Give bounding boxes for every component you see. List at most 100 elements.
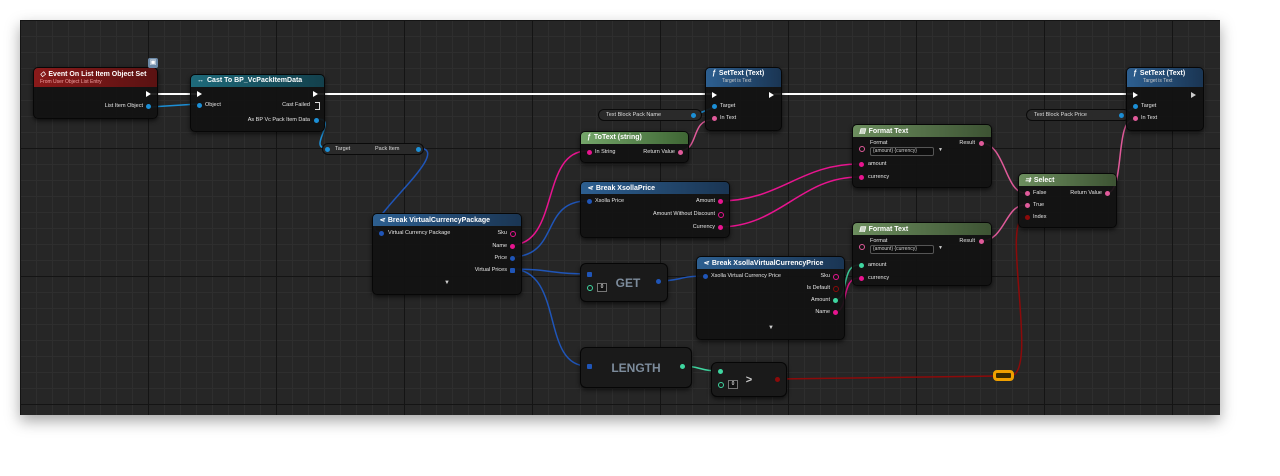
break-xsollaprice-node[interactable]: ⋖Break XsollaPrice Xsolla Price Amount A… bbox=[580, 181, 730, 238]
length-array-node[interactable]: LENGTH bbox=[580, 347, 692, 388]
format1-currency-pin[interactable] bbox=[859, 175, 864, 180]
get-array-node[interactable]: 0 GET bbox=[580, 263, 668, 302]
cast-object-in-pin[interactable] bbox=[197, 103, 202, 108]
select-node[interactable]: ⇉Select False Return Value True Index bbox=[1018, 173, 1117, 228]
compare-b-pin[interactable] bbox=[718, 382, 724, 388]
select-title: Select bbox=[1033, 177, 1055, 184]
break-price-amount-pin[interactable] bbox=[718, 199, 723, 204]
break-vprice-is-default-pin[interactable] bbox=[833, 286, 839, 292]
format2-result-pin[interactable] bbox=[979, 239, 984, 244]
settext2-in-text-pin[interactable] bbox=[1133, 116, 1138, 121]
break-vcp-in-label: Virtual Currency Package bbox=[388, 230, 451, 236]
break-price-in-pin[interactable] bbox=[587, 199, 592, 204]
get-out-pin[interactable] bbox=[656, 279, 661, 284]
settext2-exec-in-pin[interactable] bbox=[1133, 92, 1138, 98]
select-index-pin[interactable] bbox=[1025, 215, 1030, 220]
text-block-pack-price-var[interactable]: Text Block Pack Price bbox=[1026, 109, 1130, 121]
break-vprice-in-label: Xsolla Virtual Currency Price bbox=[711, 273, 781, 279]
format1-format-pin[interactable] bbox=[859, 146, 865, 152]
settext2-target-pin[interactable] bbox=[1133, 104, 1138, 109]
break-vcp-name-pin[interactable] bbox=[510, 244, 515, 249]
format2-amount-pin[interactable] bbox=[859, 263, 864, 268]
pack-item-out-pin[interactable] bbox=[416, 147, 421, 152]
break-vcp-virtual-prices-label: Virtual Prices bbox=[474, 267, 507, 273]
compare-out-pin[interactable] bbox=[775, 377, 780, 382]
totext-in-pin[interactable] bbox=[587, 150, 592, 155]
cast-as-bp-out-pin[interactable] bbox=[314, 118, 319, 123]
settext1-exec-in-pin[interactable] bbox=[712, 92, 717, 98]
cast-exec-out-pin[interactable] bbox=[313, 91, 318, 97]
settext1-exec-out-pin[interactable] bbox=[769, 92, 774, 98]
break-vprice-name-pin[interactable] bbox=[833, 310, 838, 315]
totext-in-label: In String bbox=[595, 149, 616, 155]
select-true-pin[interactable] bbox=[1025, 203, 1030, 208]
break-vcp-price-pin[interactable] bbox=[510, 256, 515, 261]
pack-target-pin[interactable] bbox=[325, 147, 330, 152]
settext1-in-text-pin[interactable] bbox=[712, 116, 717, 121]
string-wire-name-totext bbox=[510, 150, 588, 246]
chevron-down-icon[interactable]: ▼ bbox=[938, 147, 943, 153]
format1-amount-label: amount bbox=[868, 161, 887, 167]
break-xsollavirtualcurrencyprice-node[interactable]: ⋖Break XsollaVirtualCurrencyPrice Xsolla… bbox=[696, 256, 845, 340]
length-out-pin[interactable] bbox=[680, 364, 685, 369]
cast-failed-exec-pin[interactable] bbox=[315, 102, 320, 110]
bool-wire-reroute-index bbox=[1009, 216, 1026, 377]
break-vcp-virtual-prices-pin[interactable] bbox=[510, 268, 515, 273]
format-text-node-2[interactable]: ▤Format Text Format {amount} {currency} … bbox=[852, 222, 992, 286]
format1-result-pin[interactable] bbox=[979, 141, 984, 146]
select-false-pin[interactable] bbox=[1025, 191, 1030, 196]
format2-format-pin[interactable] bbox=[859, 244, 865, 250]
compare-value-field[interactable]: 0 bbox=[728, 380, 738, 389]
wires-layer bbox=[149, 93, 1134, 380]
select-index-label: Index bbox=[1033, 214, 1047, 220]
chevron-down-icon[interactable]: ▼ bbox=[768, 325, 774, 331]
pack-item-label: Pack Item bbox=[375, 146, 400, 152]
format2-currency-pin[interactable] bbox=[859, 276, 864, 281]
get-pack-item-node[interactable]: Target Pack Item bbox=[322, 143, 424, 155]
length-in-pin[interactable] bbox=[587, 364, 592, 369]
break-vprice-in-pin[interactable] bbox=[703, 274, 708, 279]
get-index-pin[interactable] bbox=[587, 285, 593, 291]
break-price-amount-without-discount-label: Amount Without Discount bbox=[652, 211, 715, 217]
text-block-pack-name-pin[interactable] bbox=[691, 113, 696, 118]
format-text-node-1[interactable]: ▤Format Text Format {amount} {currency} … bbox=[852, 124, 992, 188]
totext-out-pin[interactable] bbox=[678, 150, 683, 155]
cast-node-header: ↔Cast To BP_VcPackItemData bbox=[191, 75, 324, 87]
get-index-field[interactable]: 0 bbox=[597, 283, 607, 292]
event-exec-out-pin[interactable] bbox=[146, 91, 151, 97]
select-return-pin[interactable] bbox=[1105, 191, 1110, 196]
settext1-target-pin[interactable] bbox=[712, 104, 717, 109]
break-vprice-amount-pin[interactable] bbox=[833, 298, 838, 303]
settext1-subtitle: Target is Text bbox=[722, 78, 752, 84]
chevron-down-icon[interactable]: ▼ bbox=[444, 280, 450, 286]
cast-to-bp-vcpackitemdata-node[interactable]: ↔Cast To BP_VcPackItemData Object Cast F… bbox=[190, 74, 325, 132]
break-vcp-sku-pin[interactable] bbox=[510, 231, 516, 237]
text-block-pack-name-var[interactable]: Text Block Pack Name bbox=[598, 109, 702, 121]
event-list-item-object-pin[interactable] bbox=[146, 104, 151, 109]
break-price-amount-without-discount-pin[interactable] bbox=[718, 212, 724, 218]
break-price-amount-label: Amount bbox=[696, 198, 715, 204]
event-on-list-item-object-set-node[interactable]: ◇Event On List Item Object Set From User… bbox=[33, 67, 158, 119]
reroute-knot[interactable] bbox=[993, 370, 1014, 381]
text-block-pack-price-pin[interactable] bbox=[1119, 113, 1124, 118]
break-price-currency-pin[interactable] bbox=[718, 225, 723, 230]
get-array-in-pin[interactable] bbox=[587, 272, 592, 277]
select-header: ⇉Select bbox=[1019, 174, 1116, 186]
chevron-down-icon[interactable]: ▼ bbox=[938, 245, 943, 251]
format1-format-field[interactable]: {amount} {currency} bbox=[870, 147, 934, 156]
format1-amount-pin[interactable] bbox=[859, 162, 864, 167]
break-vcp-header: ⋖Break VirtualCurrencyPackage bbox=[373, 214, 521, 226]
settext2-exec-out-pin[interactable] bbox=[1191, 92, 1196, 98]
break-virtualcurrencypackage-node[interactable]: ⋖Break VirtualCurrencyPackage Virtual Cu… bbox=[372, 213, 522, 295]
format2-format-field[interactable]: {amount} {currency} bbox=[870, 245, 934, 254]
format2-header: ▤Format Text bbox=[853, 223, 991, 235]
blueprint-graph[interactable]: ◇Event On List Item Object Set From User… bbox=[20, 20, 1220, 415]
break-vcp-in-pin[interactable] bbox=[379, 231, 384, 236]
break-vprice-sku-pin[interactable] bbox=[833, 274, 839, 280]
compare-a-pin[interactable] bbox=[718, 369, 723, 374]
cast-exec-in-pin[interactable] bbox=[197, 91, 202, 97]
greater-than-node[interactable]: 0 > bbox=[711, 362, 787, 397]
